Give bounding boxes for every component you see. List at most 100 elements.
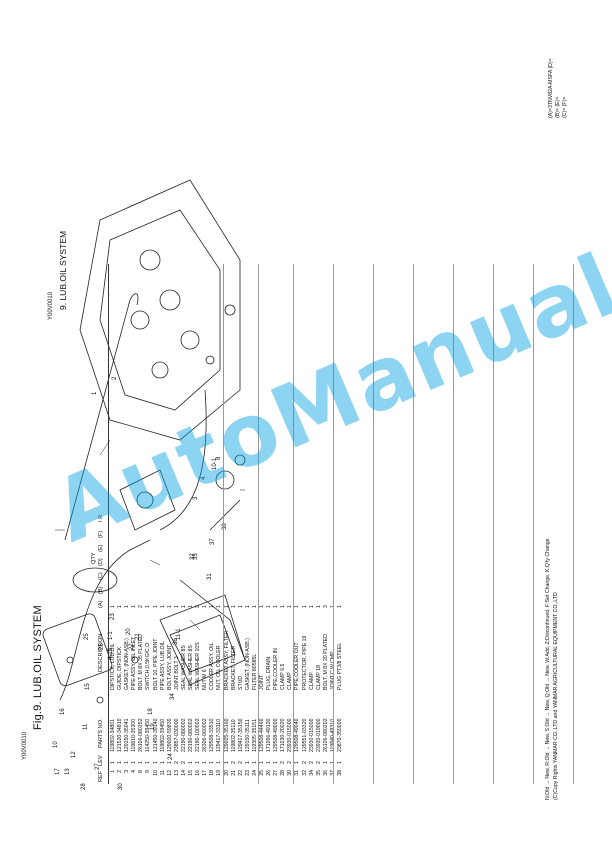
callout-13: 13 (65, 768, 71, 775)
parts-no-cell: 26306-060002 (202, 718, 209, 752)
parts-no-cell: 129551-03320 (301, 718, 308, 752)
parts-no-cell: 129417-35150 (237, 718, 244, 752)
lev-cell: 1 (266, 761, 273, 764)
ref-cell: 3 (124, 770, 131, 773)
footer-legend: N:Old → New, R:Old → New, S:Old → New, Q… (545, 538, 551, 800)
ref-cell: 16 (195, 770, 202, 776)
lev-cell: 2 (301, 761, 308, 764)
lev-cell: 1 (138, 761, 145, 764)
qty-a-cell: 1 (145, 605, 152, 608)
parts-no-cell: 119810-35300 (131, 718, 138, 752)
lev-cell: 1 (166, 761, 173, 764)
qty-a-cell: 1 (280, 605, 287, 608)
qty-a-cell: 1 (159, 605, 166, 608)
qty-a-cell: 1 (244, 605, 251, 608)
description-cell: BOLT, M 8X 20 PLATED (322, 633, 329, 690)
lev-cell: 1 (273, 761, 280, 764)
header-qb: (B) (98, 586, 104, 594)
ref-cell: 34 (308, 770, 315, 776)
lev-cell: 1 (337, 761, 343, 764)
parts-no-cell: 129150-35041 (124, 718, 131, 752)
parts-no-cell: 22190-080002 (188, 718, 195, 752)
model-legend-line3: (C)= (F)= (562, 96, 568, 118)
description-cell: GASKET, (NON-ASB.) (244, 638, 251, 690)
description-cell: PIPE,COOLER IN (273, 648, 280, 690)
qty-a-cell: 1 (152, 605, 159, 608)
description-cell: PLUG PT3/8 STEEL (337, 642, 343, 690)
lev-cell: 1 (294, 761, 301, 764)
ref-cell: 38 (337, 770, 343, 776)
ref-cell: 15 (188, 770, 195, 776)
parts-no-cell: 129508-33510 (209, 718, 216, 752)
description-cell: PROTECTOR, PIPE 19 (301, 635, 308, 690)
ref-cell: 9 (145, 770, 152, 773)
ref-cell: 20 (223, 770, 230, 776)
lev-cell: 1 (131, 761, 138, 764)
ref-cell: 11 (159, 770, 166, 776)
parts-no-cell: 23857-030000 (173, 718, 180, 752)
qty-a-cell: 1 (131, 605, 138, 608)
lev-cell: 1 (110, 761, 116, 764)
qty-a-cell: 1 (301, 605, 308, 608)
header-qa: (A) (98, 600, 104, 608)
description-cell: NUT M 6 (202, 669, 209, 690)
parts-no-cell: 129000-59830 (166, 718, 173, 752)
ref-cell: 17 (202, 770, 209, 776)
qty-a-cell: 1 (110, 605, 116, 608)
lev-cell: 2 (308, 761, 315, 764)
description-cell: BOLT 10, PIPE JOINT (152, 638, 159, 690)
parts-no-cell: 26106-080352 (138, 718, 145, 752)
left-code: Y00V0010 (22, 731, 28, 760)
lev-cell: 1 (209, 761, 216, 764)
description-cell: PIPE ASSY, LUB.OIL (159, 641, 166, 690)
lev-cell: 2 (173, 761, 180, 764)
description-cell: BRACKET ASSY, FILTER (223, 630, 230, 690)
parts-no-cell: 23870-350000 (337, 718, 343, 752)
description-cell: PIPE ASSY, OIL INLET (131, 636, 138, 690)
qty-a-cell: 1 (230, 605, 237, 608)
qty-a-cell: 3 (322, 605, 329, 608)
header-qd: (D) (98, 558, 104, 566)
lev-cell: 2 (237, 761, 244, 764)
parts-no-cell: 129150-35111 (244, 719, 251, 752)
lev-cell: 1 (152, 761, 159, 764)
parts-no-cell: 23930-019000 (315, 718, 322, 752)
lev-cell: 1 (188, 761, 195, 764)
parts-no-cell: 119802-39450 (159, 718, 166, 752)
qty-a-cell: 1 (117, 605, 124, 608)
lev-cell: 1 (124, 761, 131, 764)
ref-cell: 36 (322, 770, 329, 776)
qty-a-cell: 1 (173, 605, 180, 608)
lev-cell: 1 (258, 761, 265, 764)
ref-cell: 14 (180, 770, 187, 776)
description-cell: STUD (237, 675, 244, 690)
description-cell: SEAL WASHER 8S (188, 645, 195, 690)
parts-no-cell: 119802-35110 (230, 719, 237, 752)
cooler-pipe-shape (59, 539, 151, 701)
ref-cell: 18 (209, 770, 216, 776)
description-cell: COOLER ASSY, OIL (209, 642, 216, 690)
lev-cell: 2 (280, 761, 287, 764)
lev-cell: 2 (180, 761, 187, 764)
description-cell: GASKET, (NON-ASB.) (124, 638, 131, 690)
header-lev: LEV (98, 755, 104, 766)
qty-a-cell: 2 (195, 605, 202, 608)
parts-no-cell: 171056-49120 (266, 718, 273, 752)
qty-a-cell: 1 (258, 605, 265, 608)
description-cell: BOLT, M 8X 35 PLATED (138, 633, 145, 690)
description-cell: CLAMP 18 (315, 665, 322, 690)
description-cell: GUIDE, DIPSTICK (117, 646, 124, 690)
ref-cell: 22 (237, 770, 244, 776)
